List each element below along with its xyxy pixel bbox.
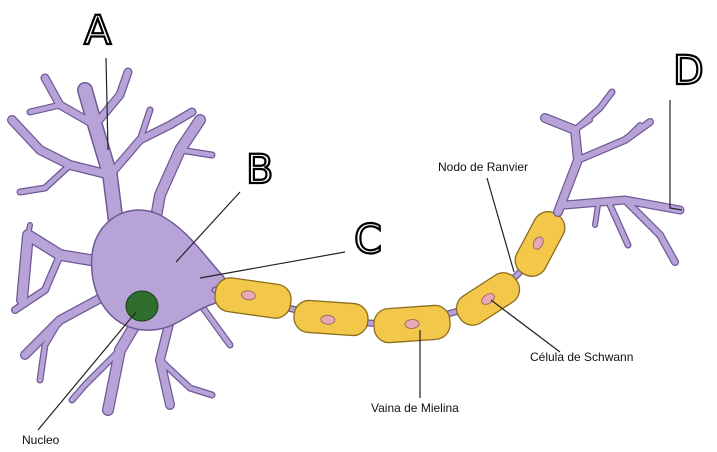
- schwann-cell: [514, 211, 566, 277]
- label-nodo-ranvier: Nodo de Ranvier: [438, 160, 528, 174]
- leader-nodo-ranvier: [486, 177, 515, 273]
- axon-terminals: [540, 88, 685, 266]
- schwann-cell: [373, 304, 451, 344]
- label-nucleo: Nucleo: [22, 433, 60, 447]
- schwann-cell: [293, 299, 369, 337]
- dendrite-fill: [8, 68, 233, 415]
- leader-d: [669, 100, 683, 211]
- leader-nucleo: [37, 311, 137, 431]
- dendrites: [7, 67, 234, 416]
- leader-lines: [37, 57, 683, 431]
- leader-celula-schwann: [490, 299, 561, 353]
- leader-b: [175, 191, 241, 263]
- leader-a: [105, 57, 109, 151]
- label-b: B: [246, 147, 273, 193]
- leader-c: [199, 251, 346, 279]
- label-vaina-mielina: Vaina de Mielina: [371, 401, 459, 415]
- label-celula-schwann: Célula de Schwann: [530, 350, 633, 364]
- label-c: C: [354, 217, 382, 263]
- label-a: A: [84, 8, 112, 54]
- nucleus: [125, 290, 159, 322]
- schwann-cell: [455, 272, 521, 326]
- terminal-fill: [541, 89, 684, 265]
- schwann-cell: [214, 277, 292, 319]
- myelin-sheath: [214, 211, 566, 344]
- label-d: D: [673, 48, 704, 94]
